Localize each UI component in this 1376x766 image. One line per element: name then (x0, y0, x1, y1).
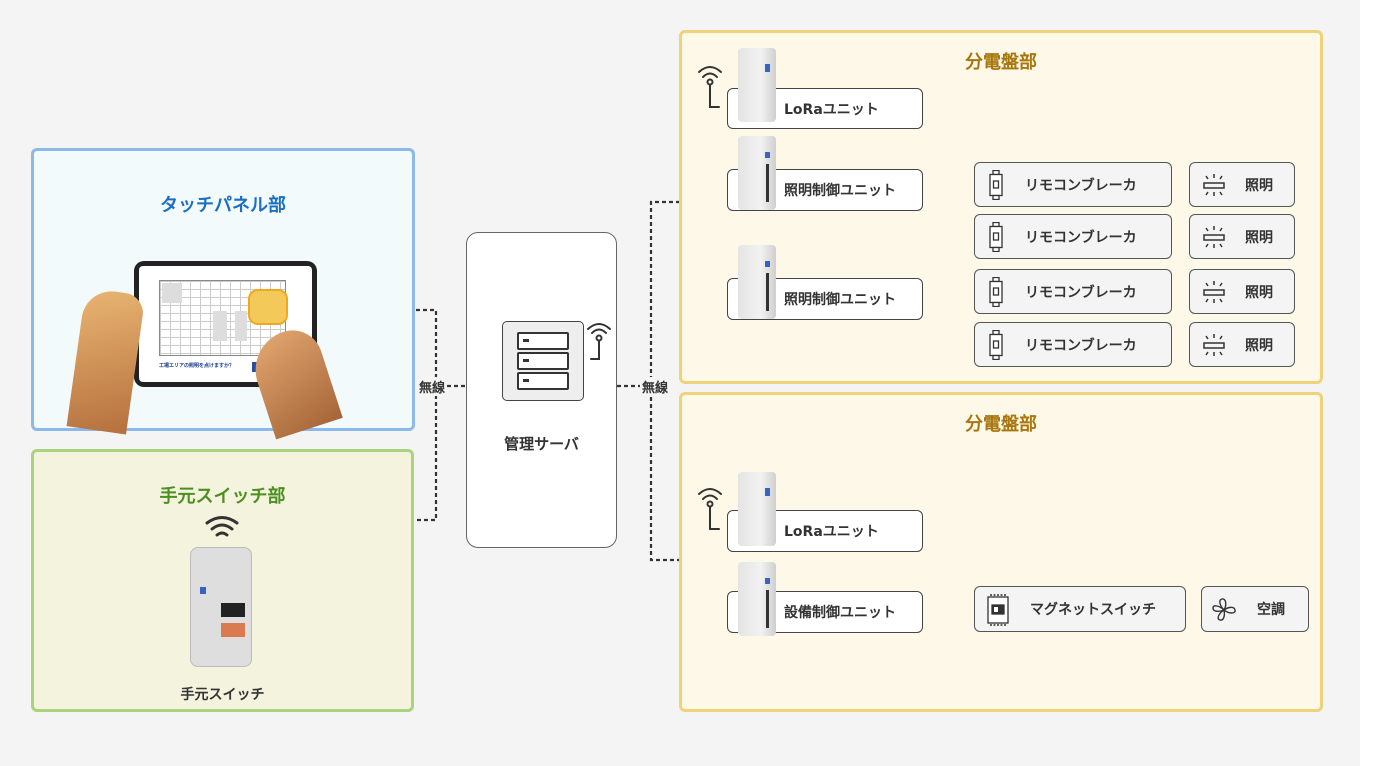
remote-breaker-label: リモコンブレーカ (1025, 284, 1137, 301)
management-server: 管理サーバ (466, 232, 617, 548)
lighting-control-unit-image (738, 136, 776, 210)
lighting-load: 照明 (1189, 214, 1295, 259)
lighting-load-label: 照明 (1245, 177, 1273, 194)
magnet-switch-label: マグネットスイッチ (1030, 602, 1156, 618)
equipment-control-unit-label: 設備制御ユニット (784, 605, 896, 621)
tablet-illustration: 工場エリアの照明を点けますか？ (134, 261, 317, 387)
lighting-control-unit-image (738, 245, 776, 319)
fan-icon (1212, 598, 1236, 621)
remote-breaker: リモコンブレーカ (974, 269, 1172, 314)
lighting-control-unit-2-label: 照明制御ユニット (784, 292, 896, 308)
lighting-load-label: 照明 (1245, 337, 1273, 354)
light-icon (1203, 334, 1225, 356)
equipment-control-unit-image (738, 562, 776, 636)
floor-plan-map (159, 280, 288, 356)
tablet-screen: 工場エリアの照明を点けますか？ (139, 266, 312, 382)
lora-unit-image (738, 472, 776, 546)
distribution-panel-1-title: 分電盤部 (965, 52, 1037, 73)
lighting-load: 照明 (1189, 322, 1295, 367)
remote-breaker: リモコンブレーカ (974, 162, 1172, 207)
left-hand-illustration (66, 287, 146, 435)
hand-switch-section: 手元スイッチ部 手元スイッチ (31, 449, 414, 712)
hand-switch-title: 手元スイッチ部 (159, 486, 286, 507)
lighting-load: 照明 (1189, 162, 1295, 207)
lighting-control-unit-1-label: 照明制御ユニット (784, 183, 896, 199)
remote-breaker-label: リモコンブレーカ (1025, 337, 1137, 354)
wifi-icon (205, 516, 239, 537)
server-label: 管理サーバ (504, 435, 579, 453)
air-conditioning-load: 空調 (1201, 586, 1309, 632)
wireless-label-left: 無線 (417, 377, 448, 396)
antenna-icon (587, 323, 611, 360)
lora-unit-image (738, 48, 776, 122)
distribution-panel-2: 分電盤部 (679, 392, 1323, 712)
hand-switch-device-image (190, 547, 252, 667)
remote-breaker-label: リモコンブレーカ (1025, 177, 1137, 194)
lighting-load-label: 照明 (1245, 284, 1273, 301)
light-icon (1203, 281, 1225, 303)
remote-breaker: リモコンブレーカ (974, 214, 1172, 259)
magnet-switch: マグネットスイッチ (974, 586, 1186, 632)
light-icon (1203, 174, 1225, 196)
breaker-icon (989, 277, 1003, 307)
hand-switch-caption: 手元スイッチ (180, 687, 265, 703)
breaker-icon (989, 222, 1003, 252)
tablet-prompt: 工場エリアの照明を点けますか？ (159, 363, 235, 369)
magnet-switch-icon (987, 594, 1009, 626)
server-rack-icon (502, 321, 584, 401)
touch-panel-title: タッチパネル部 (160, 195, 286, 216)
antenna-icon (698, 66, 722, 108)
wireless-label-right: 無線 (640, 377, 671, 396)
lora-unit-2-label: LoRaユニット (784, 524, 879, 540)
breaker-icon (989, 330, 1003, 360)
antenna-icon (698, 488, 722, 530)
light-icon (1203, 226, 1225, 248)
remote-breaker-label: リモコンブレーカ (1025, 229, 1137, 246)
remote-breaker: リモコンブレーカ (974, 322, 1172, 367)
breaker-icon (989, 170, 1003, 200)
lighting-load-label: 照明 (1245, 229, 1273, 246)
air-conditioning-label: 空調 (1257, 602, 1285, 618)
lighting-load: 照明 (1189, 269, 1295, 314)
selected-area-highlight (248, 289, 288, 325)
touch-panel-section: タッチパネル部 工場エリアの照明を点けますか？ (31, 148, 415, 440)
distribution-panel-2-title: 分電盤部 (965, 414, 1037, 435)
lora-unit-1-label: LoRaユニット (784, 101, 879, 118)
